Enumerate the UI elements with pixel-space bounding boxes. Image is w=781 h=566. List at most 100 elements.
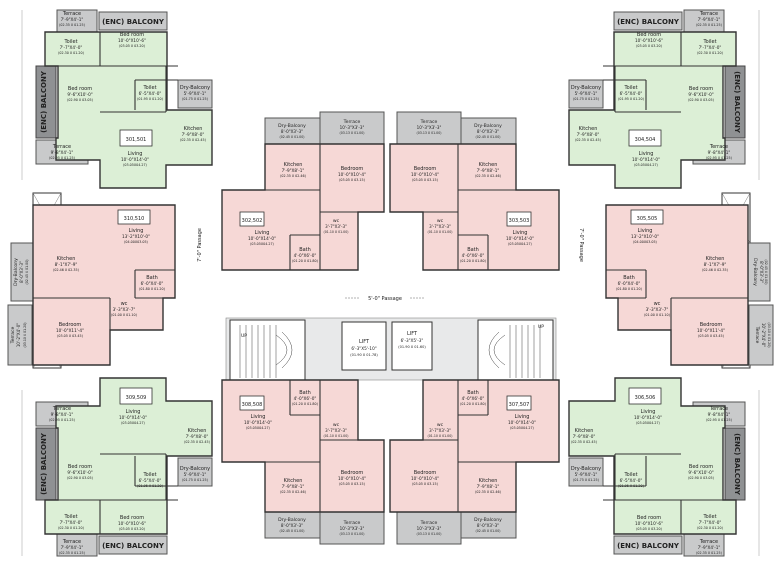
svg-text:4'-0"X6'-0": 4'-0"X6'-0" [294,396,317,401]
svg-text:(01.75 X 01.25): (01.75 X 01.25) [182,97,208,101]
svg-text:Terrace: Terrace [709,406,728,412]
svg-text:(02.46 X 02.35): (02.46 X 02.35) [53,268,79,272]
svg-text:(03.05 X 03.15): (03.05 X 03.15) [412,178,438,182]
svg-text:10'-3"X3'-3": 10'-3"X3'-3" [340,526,365,531]
svg-text:10'-0"X14'-0": 10'-0"X14'-0" [119,415,147,420]
svg-text:(02.45 X 01.00): (02.45 X 01.00) [476,529,501,533]
svg-text:(03.05X04.27): (03.05X04.27) [123,163,147,167]
svg-text:13'-2"X10'-0": 13'-2"X10'-0" [631,234,659,239]
svg-text:Bedroom: Bedroom [341,470,364,476]
svg-text:4'-0"X6'-0": 4'-0"X6'-0" [462,253,485,258]
svg-text:(02.95 X 01.25): (02.95 X 01.25) [706,418,732,422]
svg-text:Bath: Bath [467,390,479,396]
svg-text:Kitchen: Kitchen [575,428,594,434]
svg-text:Living: Living [641,409,656,415]
svg-text:7'-9"X4'-1": 7'-9"X4'-1" [61,17,84,22]
svg-text:(02.35 X 02.45): (02.35 X 02.45) [180,138,206,142]
svg-text:(02.30 X 01.20): (02.30 X 01.20) [697,526,723,530]
svg-text:Kitchen: Kitchen [284,162,303,168]
lift-left-dim: 6'-3"X5'-10" [351,346,376,351]
svg-text:(03.10 X 01.20): (03.10 X 01.20) [767,323,771,348]
svg-text:7'-9"X8'-1": 7'-9"X8'-1" [477,168,500,173]
svg-text:7'-9"X4'-1": 7'-9"X4'-1" [698,17,721,22]
svg-text:Toilet: Toilet [63,514,77,520]
lift-right-area: (01.90 X 01.60) [398,345,426,349]
svg-text:3'-7"X3'-3": 3'-7"X3'-3" [429,428,451,433]
svg-text:10'-0"X10'-6": 10'-0"X10'-6" [118,38,146,43]
svg-text:Kitchen: Kitchen [706,256,725,262]
unit-number: 307,507 [509,402,530,408]
svg-text:Living: Living [638,228,653,234]
svg-text:10'-2"X4'-0": 10'-2"X4'-0" [761,323,766,347]
core-area: UP UP LIFT 6'-3"X5'-10" (01.90 X 01.78) … [225,296,557,381]
svg-text:6'-0"X4'-0": 6'-0"X4'-0" [618,281,641,286]
svg-text:(02.90 X 03.05): (02.90 X 03.05) [688,476,714,480]
unit-307-507: Dry-Balcony 8'-0"X3'-3" (02.45 X 01.00) … [389,379,560,545]
svg-text:(01.75 X 01.25): (01.75 X 01.25) [573,97,599,101]
svg-text:(ENC) BALCONY: (ENC) BALCONY [40,70,48,133]
svg-text:Dry-Balcony: Dry-Balcony [13,258,19,286]
svg-text:6'-5"X4'-0": 6'-5"X4'-0" [139,478,162,483]
svg-text:Toilet: Toilet [142,472,156,478]
svg-text:(03.05X04.27): (03.05X04.27) [636,421,660,425]
svg-text:Bedroom: Bedroom [341,166,364,172]
svg-text:(01.10 X 01.00): (01.10 X 01.00) [324,434,349,438]
svg-text:(02.35 X 02.45): (02.35 X 02.45) [575,138,601,142]
svg-text:(02.35 X 01.25): (02.35 X 01.25) [59,23,85,27]
svg-text:6'-5"X4'-0": 6'-5"X4'-0" [620,478,643,483]
svg-text:8'-0"X3'-3": 8'-0"X3'-3" [477,523,499,528]
svg-text:Dry-Balcony: Dry-Balcony [752,258,758,286]
svg-text:10'-0"X14'-0": 10'-0"X14'-0" [634,415,662,420]
svg-text:Bath: Bath [299,247,311,253]
svg-text:Kitchen: Kitchen [188,428,207,434]
svg-text:(02.90 X 03.05): (02.90 X 03.05) [67,98,93,102]
svg-text:3'-7"X3'-3": 3'-7"X3'-3" [429,224,451,229]
svg-text:9'-6"X10'-0": 9'-6"X10'-0" [67,92,92,97]
svg-text:Toilet: Toilet [142,85,156,91]
svg-text:wc: wc [654,301,661,307]
svg-text:Bath: Bath [623,275,635,281]
svg-text:10'-3"X3'-3": 10'-3"X3'-3" [417,526,442,531]
svg-text:(03.05 X 03.15): (03.05 X 03.15) [339,178,365,182]
svg-text:(03.05 X 03.45): (03.05 X 03.45) [698,334,724,338]
svg-text:Toilet: Toilet [63,39,77,45]
svg-text:10'-0"X14'-0": 10'-0"X14'-0" [632,157,660,162]
unit-304-504: Terrace 7'-9"X4'-1" (02.35 X 01.25) (ENC… [568,9,746,189]
svg-text:9'-8"X4'-1": 9'-8"X4'-1" [51,412,74,417]
unit-302-502: Dry-Balcony 8'-0"X3'-3" (02.45 X 01.00) … [221,111,385,271]
svg-text:(03.05 X 03.15): (03.05 X 03.15) [339,482,365,486]
svg-text:(01.00 X 01.10): (01.00 X 01.10) [644,313,670,317]
svg-text:Terrace: Terrace [62,11,81,17]
svg-text:(03.10 X 01.20): (03.10 X 01.20) [23,323,27,348]
svg-text:10'-0"X14'-0": 10'-0"X14'-0" [506,236,534,241]
unit-number: 308,508 [242,402,263,408]
svg-text:(03.05 X 03.45): (03.05 X 03.45) [57,334,83,338]
svg-text:Dry-Balcony: Dry-Balcony [474,123,502,129]
svg-text:(01.00 X 01.10): (01.00 X 01.10) [111,313,137,317]
svg-text:Kitchen: Kitchen [479,478,498,484]
svg-text:10'-0"X10'-4": 10'-0"X10'-4" [338,172,366,177]
svg-text:Living: Living [255,230,270,236]
svg-text:Terrace: Terrace [420,119,438,125]
svg-text:Dry-Balcony: Dry-Balcony [180,466,210,472]
lift-left-area: (01.90 X 01.78) [350,353,378,357]
svg-text:(01.20 X 01.80): (01.20 X 01.80) [292,259,318,263]
svg-text:10'-2"X4'-0": 10'-2"X4'-0" [16,323,21,347]
svg-text:(02.30 X 01.20): (02.30 X 01.20) [58,526,84,530]
svg-text:9'-8"X4'-1": 9'-8"X4'-1" [708,150,731,155]
svg-text:Living: Living [515,414,530,420]
svg-text:(ENC) BALCONY: (ENC) BALCONY [102,542,165,550]
svg-text:5'-9"X4'-1": 5'-9"X4'-1" [575,472,598,477]
svg-text:7'-9"X8'-1": 7'-9"X8'-1" [282,484,305,489]
svg-text:8'-1"X7'-9": 8'-1"X7'-9" [55,262,78,267]
svg-text:(03.05X04.27): (03.05X04.27) [250,242,274,246]
svg-text:(01.95 X 01.20): (01.95 X 01.20) [618,484,644,488]
svg-text:(03.05 X 03.15): (03.05 X 03.15) [412,482,438,486]
svg-text:Bedroom: Bedroom [59,322,82,328]
svg-text:5'-9"X4'-1": 5'-9"X4'-1" [184,91,207,96]
unit-number: 301,501 [126,137,147,143]
svg-text:(02.30 X 01.20): (02.30 X 01.20) [697,51,723,55]
svg-text:Bed room: Bed room [120,515,144,521]
svg-text:(01.95 X 01.20): (01.95 X 01.20) [137,484,163,488]
svg-text:(03.05X04.27): (03.05X04.27) [246,426,270,430]
